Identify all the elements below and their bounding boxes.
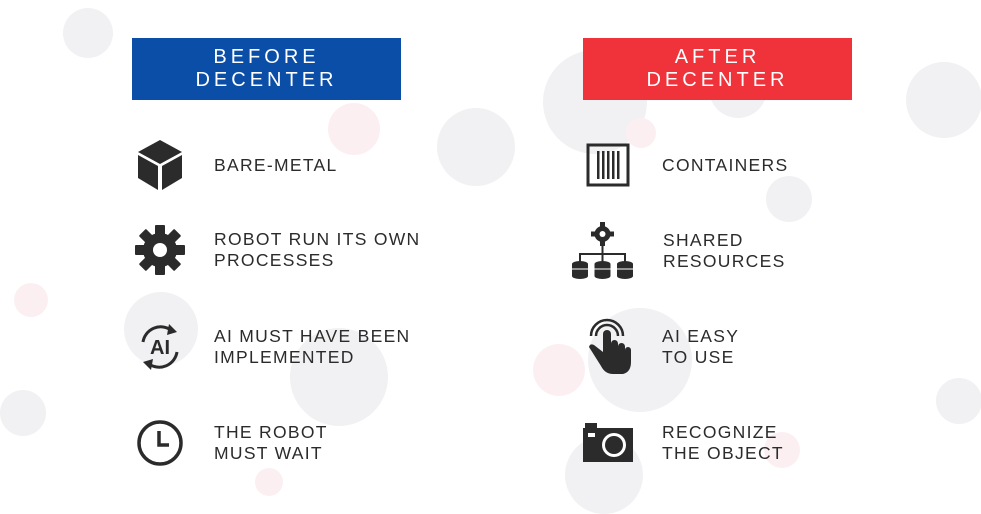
before-header-line1: BEFORE (213, 46, 320, 68)
after-item-label: CONTAINERS (662, 154, 789, 175)
after-item-recognize: RECOGNIZE THE OBJECT (581, 416, 784, 470)
background-bubble (533, 344, 585, 396)
shared-resources-icon (570, 220, 636, 282)
background-bubble (906, 62, 981, 138)
gear-icon (133, 223, 187, 277)
background-bubble (14, 283, 48, 317)
before-item-label: THE ROBOT MUST WAIT (214, 422, 328, 463)
ai-icon-text: AI (150, 337, 170, 359)
tap-hand-icon (581, 316, 635, 378)
before-item-ai: AI AI MUST HAVE BEEN IMPLEMENTED (133, 320, 411, 374)
background-bubble (124, 292, 198, 366)
before-item-label: ROBOT RUN ITS OWN PROCESSES (214, 229, 421, 270)
clock-icon (133, 416, 187, 470)
background-bubble (328, 103, 380, 155)
after-item-label: SHARED RESOURCES (663, 230, 786, 271)
background-bubble (936, 378, 981, 424)
background-bubble (764, 432, 800, 468)
background-bubble (626, 118, 656, 148)
after-header: AFTER DECENTER (583, 38, 852, 100)
after-item-label: RECOGNIZE THE OBJECT (662, 422, 784, 463)
before-header-line2: DECENTER (195, 69, 338, 91)
background-bubble (0, 390, 46, 436)
after-item-shared-resources: SHARED RESOURCES (570, 220, 786, 282)
background-bubble (63, 8, 113, 58)
before-header: BEFORE DECENTER (132, 38, 401, 100)
ai-cycle-icon: AI (133, 320, 187, 374)
container-icon (581, 138, 635, 192)
before-item-label: AI MUST HAVE BEEN IMPLEMENTED (214, 326, 411, 367)
after-header-line1: AFTER (674, 46, 761, 68)
after-header-line2: DECENTER (646, 69, 789, 91)
camera-icon (581, 416, 635, 470)
after-item-ai-easy: AI EASY TO USE (581, 316, 739, 378)
before-item-wait: THE ROBOT MUST WAIT (133, 416, 328, 470)
background-bubble (766, 176, 812, 222)
after-item-label: AI EASY TO USE (662, 326, 740, 367)
background-bubble (255, 468, 283, 496)
after-item-containers: CONTAINERS (581, 138, 788, 192)
before-item-processes: ROBOT RUN ITS OWN PROCESSES (133, 223, 421, 277)
background-bubble (437, 108, 515, 186)
before-item-bare-metal: BARE-METAL (133, 138, 338, 192)
background-bubble (290, 328, 388, 426)
cube-icon (133, 138, 187, 192)
before-item-label: BARE-METAL (214, 154, 338, 175)
